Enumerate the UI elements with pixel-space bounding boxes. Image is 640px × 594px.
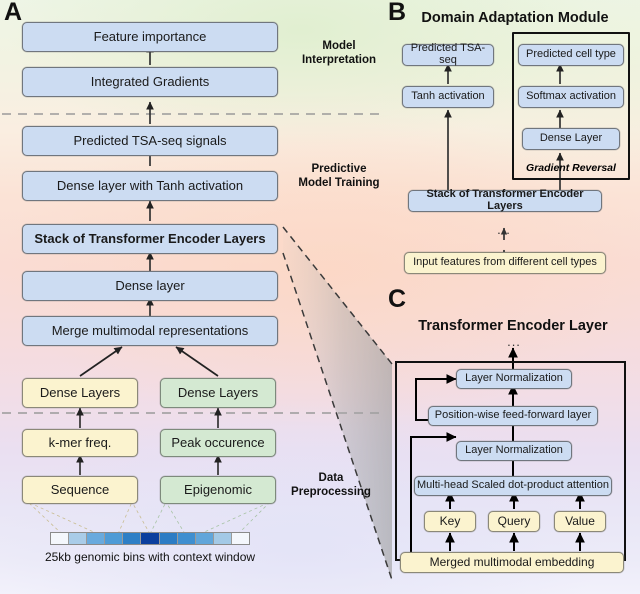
box-query[interactable]: Query (488, 511, 540, 532)
stage-label-model-interpretation: Model Interpretation (296, 40, 382, 67)
gradient-reversal-box (512, 32, 630, 180)
box-softmax-activation[interactable]: Softmax activation (518, 86, 624, 108)
box-predicted-tsa-seq[interactable]: Predicted TSA-seq (402, 42, 494, 66)
panel-b-title: Domain Adaptation Module (421, 10, 609, 26)
box-layer-normalization-bottom[interactable]: Layer Normalization (456, 441, 572, 461)
box-layer-normalization-top[interactable]: Layer Normalization (456, 369, 572, 389)
genomic-bin (69, 533, 88, 544)
box-dense-layer-panelb[interactable]: Dense Layer (522, 128, 620, 150)
gradient-reversal-label: Gradient Reversal (526, 162, 616, 174)
panel-c-letter: C (388, 285, 407, 313)
genomic-bin (87, 533, 106, 544)
stage-label-line1: Model (322, 40, 356, 52)
box-input-features[interactable]: Input features from different cell types (404, 252, 606, 274)
genomic-bin (231, 533, 250, 544)
genomic-bin (195, 533, 214, 544)
box-position-wise-feed-forward[interactable]: Position-wise feed-forward layer (428, 406, 598, 426)
fan-lines-epigenomic (149, 501, 271, 535)
panel-a-letter: A (4, 0, 23, 26)
box-epigenomic[interactable]: Epigenomic (160, 476, 276, 504)
panel-c-title: Transformer Encoder Layer (418, 318, 608, 334)
box-predicted-cell-type[interactable]: Predicted cell type (518, 44, 624, 66)
zoom-connector-top (282, 226, 393, 365)
box-multihead-attention[interactable]: Multi-head Scaled dot-product attention (414, 476, 612, 496)
box-merge-multimodal[interactable]: Merge multimodal representations (22, 316, 278, 346)
stage-label-line2: Model Training (298, 176, 380, 189)
arrow-right-dense-to-merge (175, 346, 219, 377)
box-predicted-tsa-seq-signals[interactable]: Predicted TSA-seq signals (22, 126, 278, 156)
genomic-bin (105, 533, 124, 544)
box-dense-layer-tanh[interactable]: Dense layer with Tanh activation (22, 171, 278, 201)
fan-lines-sequence (27, 501, 151, 535)
box-peak-occurence[interactable]: Peak occurence (160, 429, 276, 457)
genomic-bins-caption: 25kb genomic bins with context window (44, 550, 256, 564)
genomic-bin (213, 533, 232, 544)
genomic-bin (123, 533, 142, 544)
stage-label-data-preprocessing: Data Preprocessing (288, 472, 374, 499)
box-transformer-stack[interactable]: Stack of Transformer Encoder Layers (22, 224, 278, 254)
residual-connection-bottom (410, 432, 457, 560)
genomic-bin-strip (50, 532, 250, 545)
box-integrated-gradients[interactable]: Integrated Gradients (22, 67, 278, 97)
stage-label-line2: Preprocessing (291, 485, 371, 498)
stage-label-line1: Data (318, 472, 344, 484)
zoom-connector-fill (283, 227, 392, 580)
box-dense-layers-sequence[interactable]: Dense Layers (22, 378, 138, 408)
stage-label-predictive-model-training: Predictive Model Training (296, 163, 382, 190)
arrow-left-dense-to-merge (79, 346, 123, 377)
stage-label-line2: Interpretation (301, 53, 377, 66)
box-value[interactable]: Value (554, 511, 606, 532)
zoom-connector-bottom (282, 252, 393, 581)
box-kmer-freq[interactable]: k-mer freq. (22, 429, 138, 457)
box-sequence[interactable]: Sequence (22, 476, 138, 504)
ellipsis-panelb: ... (497, 222, 511, 237)
genomic-bin (51, 533, 70, 544)
genomic-bin (141, 533, 160, 544)
ellipsis-panelc: ... (507, 334, 521, 349)
box-merged-multimodal-embedding[interactable]: Merged multimodal embedding (400, 552, 624, 573)
box-feature-importance[interactable]: Feature importance (22, 22, 278, 52)
box-transformer-stack-panelb[interactable]: Stack of Transformer Encoder Layers (408, 188, 602, 212)
box-dense-layers-epigenomic[interactable]: Dense Layers (160, 378, 276, 408)
box-tanh-activation[interactable]: Tanh activation (402, 86, 494, 108)
box-key[interactable]: Key (424, 511, 476, 532)
genomic-bin (159, 533, 178, 544)
genomic-bin (177, 533, 196, 544)
box-dense-layer[interactable]: Dense layer (22, 271, 278, 301)
stage-label-line1: Predictive (311, 163, 367, 175)
panel-b-letter: B (388, 0, 407, 26)
